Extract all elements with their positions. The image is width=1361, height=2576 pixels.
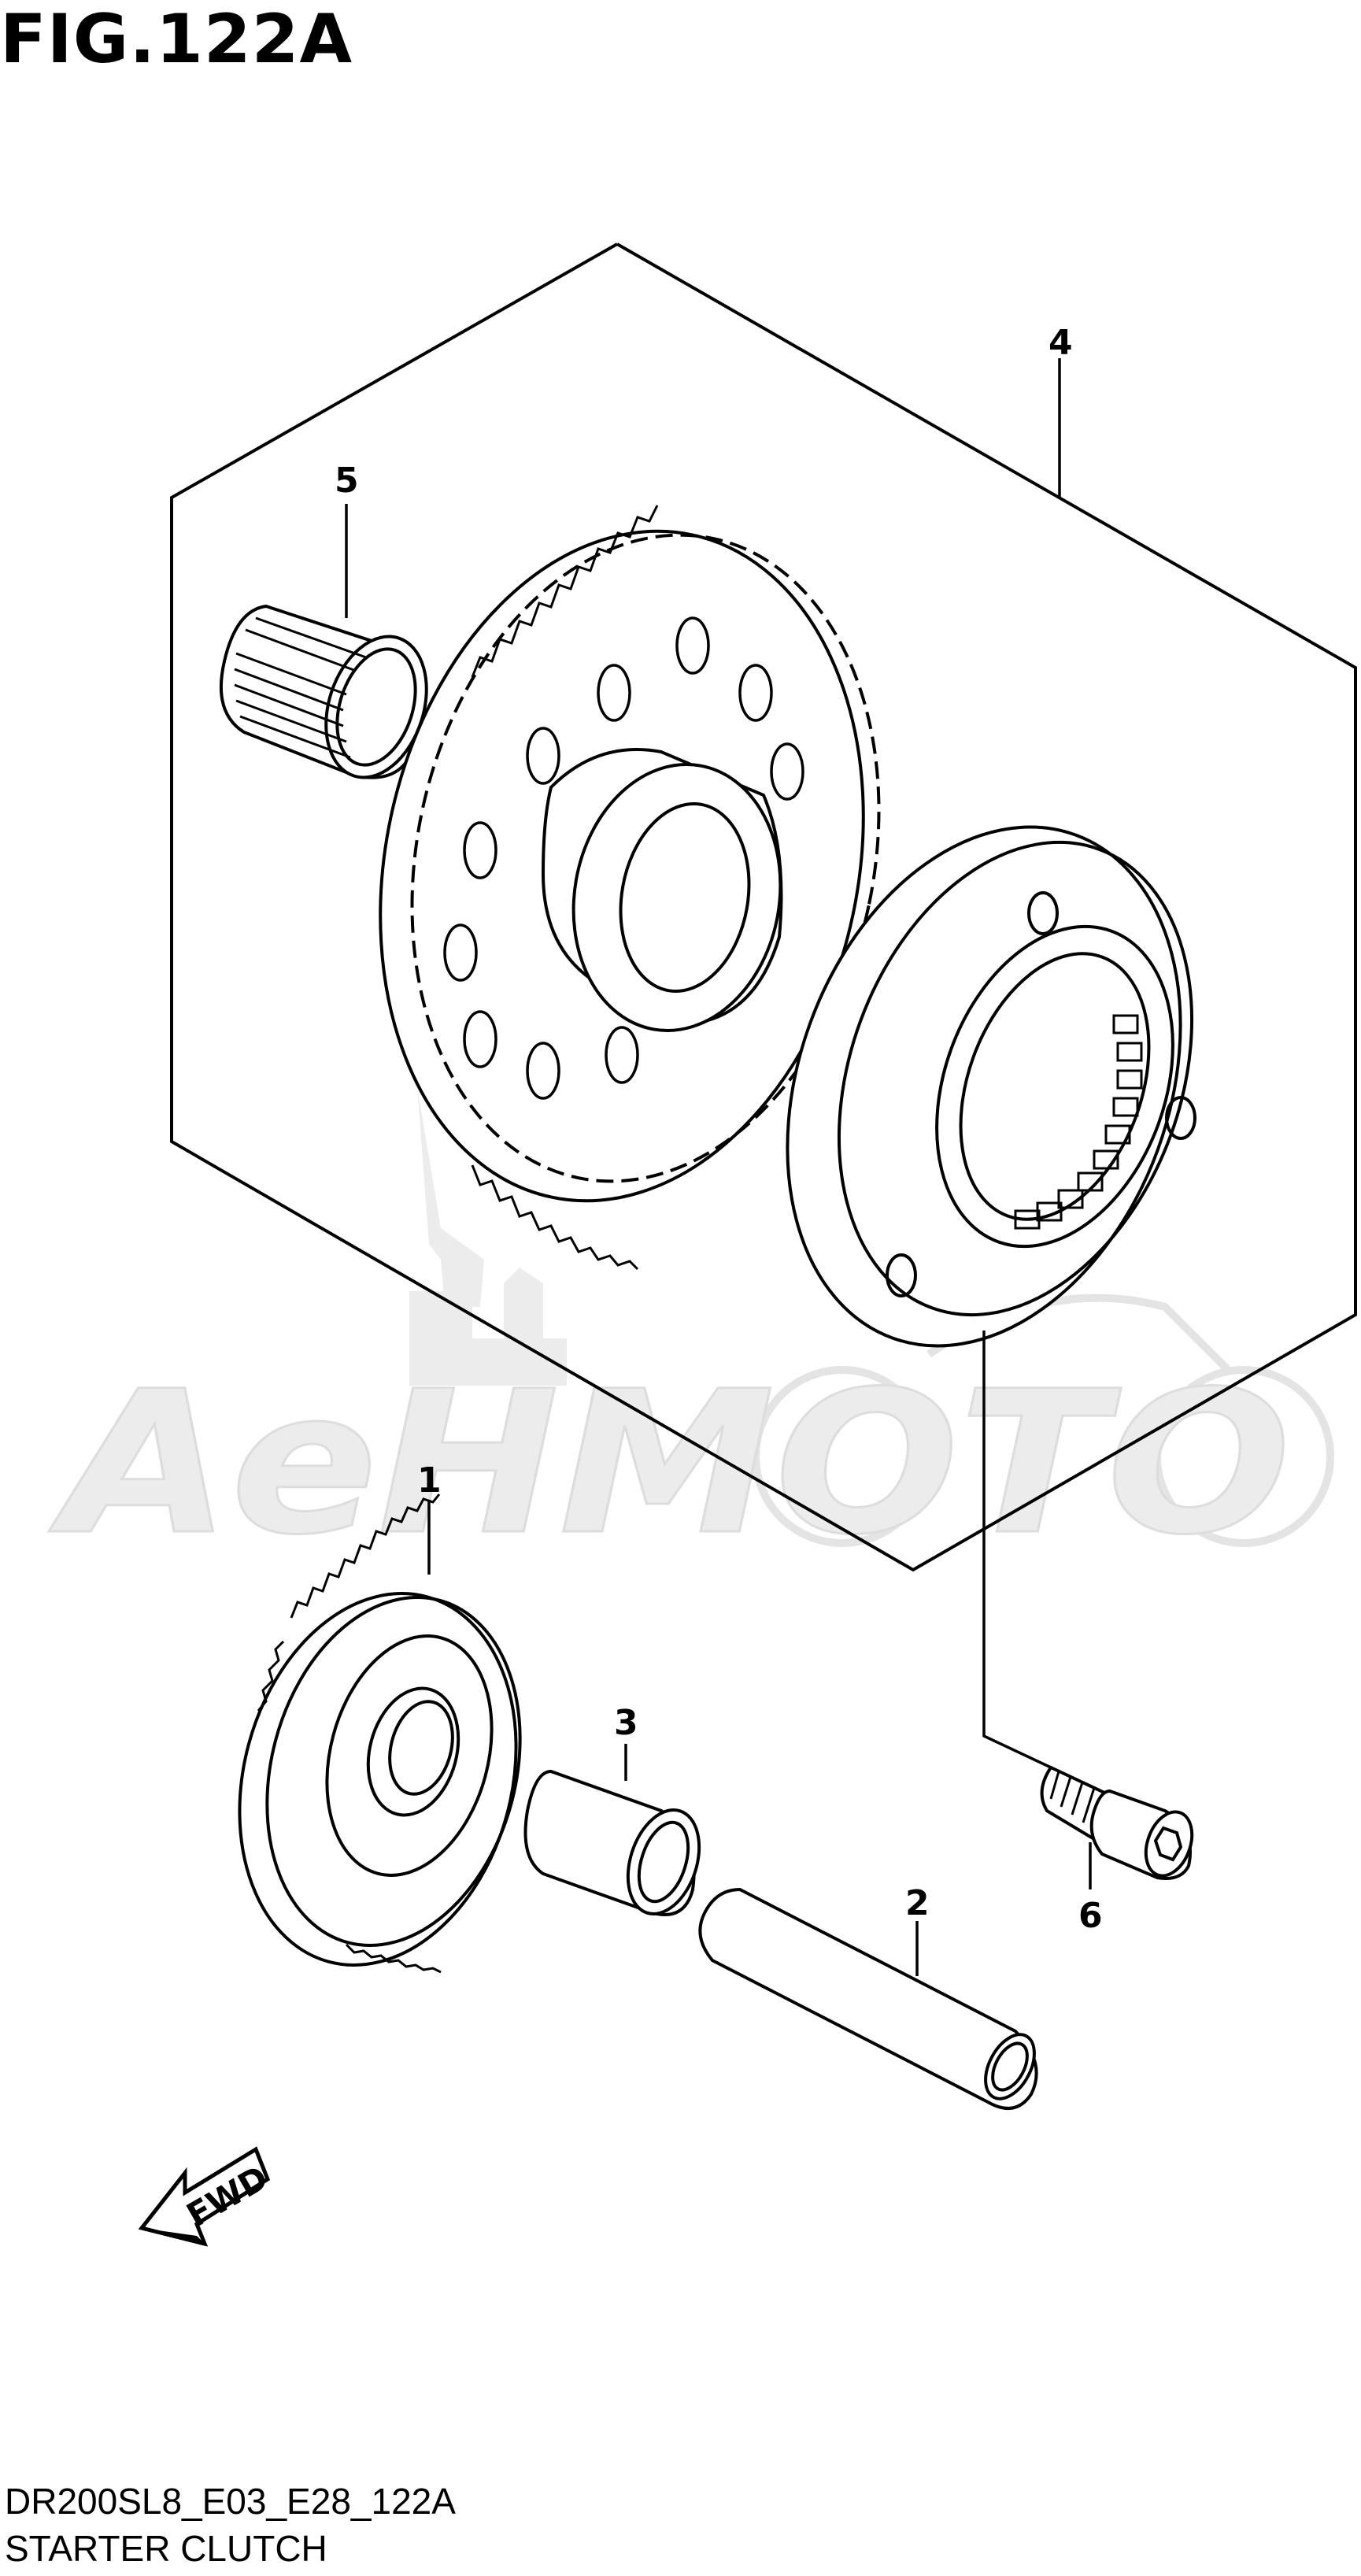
callout-4: 4 [1048, 323, 1073, 363]
starter-idle-gear-part-1 [238, 1493, 522, 1974]
shaft-part-2 [698, 1887, 1038, 2110]
callout-3: 3 [614, 1703, 638, 1743]
callout-2: 2 [905, 1883, 930, 1923]
drawing-code: DR200SL8_E03_E28_122A [5, 2481, 456, 2522]
watermark [409, 1086, 1334, 1547]
one-way-clutch-part-4 [786, 825, 1196, 1348]
figure-caption: STARTER CLUTCH [5, 2528, 327, 2569]
leader-line-6 [982, 1331, 1052, 1769]
assembly-outline [170, 242, 1357, 1572]
figure-title: FIG.122A [0, 0, 353, 79]
watermark-text: AeHMOTO [48, 1349, 1291, 1578]
callout-1: 1 [417, 1460, 442, 1501]
starter-clutch-gear-part-4 [379, 505, 881, 1271]
callout-5: 5 [335, 461, 359, 501]
fwd-arrow: FWD [138, 2146, 275, 2247]
needle-bearing-part-5 [219, 604, 428, 779]
bushing-part-3 [523, 1769, 701, 1916]
leader-lines [345, 358, 1092, 1976]
bolt-part-6 [1040, 1765, 1194, 1880]
callout-6: 6 [1078, 1896, 1103, 1936]
